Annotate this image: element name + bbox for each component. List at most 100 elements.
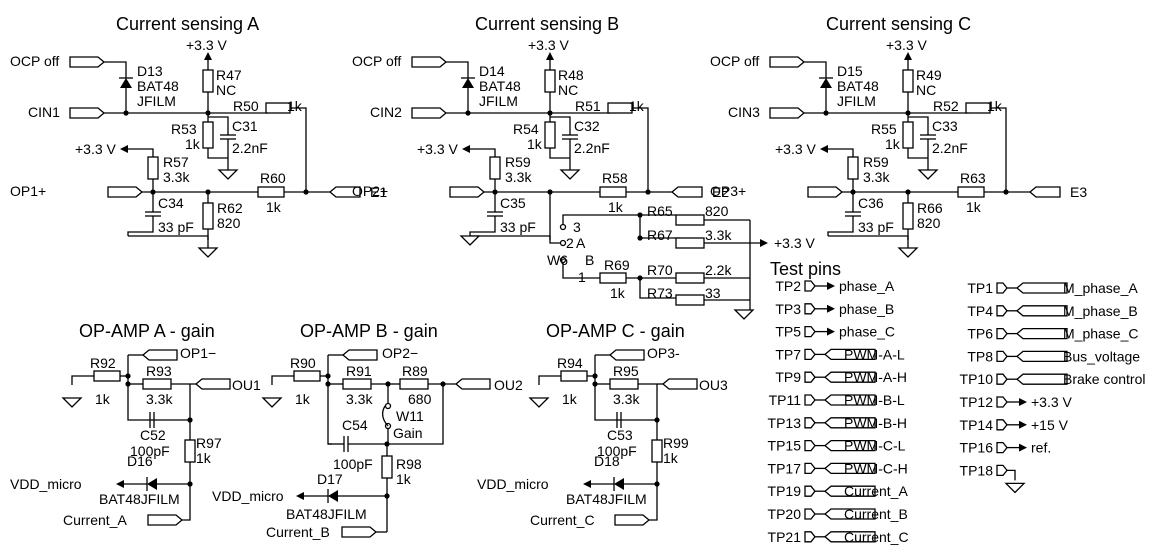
resistor bbox=[607, 102, 633, 114]
diode-icon bbox=[147, 478, 157, 490]
diode-package: JFILM bbox=[137, 93, 176, 109]
test-pin-label: TP6 bbox=[967, 326, 993, 342]
resistor bbox=[489, 156, 501, 180]
test-pin-label: TP13 bbox=[768, 415, 802, 431]
wire bbox=[446, 61, 469, 78]
diode-part: BAT48JFILM bbox=[566, 491, 647, 507]
output-label: OU3 bbox=[699, 377, 728, 393]
test-pin-icon bbox=[996, 373, 1008, 385]
cap-value: 100pF bbox=[333, 456, 373, 472]
port-connector bbox=[411, 107, 448, 119]
jumper-ref: W11 bbox=[396, 408, 424, 424]
junction-dot bbox=[592, 381, 598, 387]
test-pin-signal: PWM-A-H bbox=[844, 369, 907, 385]
test-pin-label: TP2 bbox=[775, 278, 801, 294]
resistor-ref: R59 bbox=[505, 154, 531, 170]
ground-icon bbox=[1004, 482, 1026, 494]
resistor-ref: R69 bbox=[604, 257, 630, 273]
resistor bbox=[342, 378, 372, 390]
resistor-ref: R97 bbox=[196, 435, 222, 451]
resistor-ref: R73 bbox=[647, 285, 673, 301]
resistor-value: 1k bbox=[95, 391, 111, 407]
wire bbox=[1007, 469, 1016, 481]
cap-ref: C33 bbox=[932, 118, 958, 134]
test-pin-signal: PWM-B-H bbox=[844, 415, 907, 431]
resistor-ref: R47 bbox=[216, 67, 242, 83]
cap-ref: C54 bbox=[342, 417, 368, 433]
wire bbox=[828, 235, 909, 240]
supply-label: +3.3 V bbox=[886, 37, 928, 53]
resistor-ref: R90 bbox=[290, 355, 316, 371]
resistor-ref: R62 bbox=[217, 200, 243, 216]
wire bbox=[639, 278, 676, 299]
cap-value: 100pF bbox=[597, 443, 637, 459]
resistor-value: 1k bbox=[966, 199, 982, 215]
resistor-value: 1k bbox=[562, 391, 578, 407]
ocp-label: OCP off bbox=[710, 53, 759, 69]
test-pin-icon bbox=[996, 441, 1008, 454]
resistor-ref: R52 bbox=[933, 98, 959, 114]
port-connector bbox=[1015, 373, 1068, 385]
test-pin-label: TP14 bbox=[960, 417, 994, 433]
test-pin-label: TP18 bbox=[960, 462, 994, 478]
cap-ref: C53 bbox=[607, 427, 633, 443]
vdd-label: VDD_micro bbox=[10, 476, 82, 492]
resistor bbox=[902, 202, 914, 230]
test-pin-icon bbox=[804, 394, 816, 406]
diode-ref: D17 bbox=[317, 471, 343, 487]
resistor-ref: R50 bbox=[233, 98, 259, 114]
resistor bbox=[902, 69, 914, 93]
jumper-pin-label: 3 bbox=[573, 219, 581, 235]
arrow-right-icon bbox=[827, 327, 835, 336]
diode-ref: D18 bbox=[594, 453, 620, 469]
wire bbox=[271, 375, 294, 385]
junction-dot bbox=[592, 373, 598, 379]
port-connector bbox=[807, 186, 844, 198]
resistor bbox=[651, 439, 663, 463]
port-connector bbox=[1028, 186, 1061, 198]
resistor-ref: R93 bbox=[146, 363, 172, 379]
title-opamp-a-gain: OP-AMP A - gain bbox=[79, 321, 215, 341]
jumper-pin-label: 1 bbox=[578, 269, 586, 285]
output-label: E2 bbox=[712, 184, 729, 200]
ground-icon bbox=[261, 397, 283, 408]
test-pin-icon bbox=[996, 327, 1008, 340]
resistor-ref: R54 bbox=[513, 121, 539, 137]
supply-label: +3.3 V bbox=[417, 141, 459, 157]
port-connector bbox=[69, 56, 106, 68]
ground-icon bbox=[61, 397, 83, 408]
jumper-pin bbox=[559, 239, 567, 247]
resistor-ref: R99 bbox=[663, 435, 689, 451]
output-label: OU1 bbox=[232, 377, 261, 393]
supply-label: +3.3 V bbox=[528, 37, 570, 53]
resistor bbox=[142, 378, 172, 390]
test-pin-signal: phase_C bbox=[839, 324, 895, 340]
wire bbox=[804, 61, 827, 78]
test-pin-icon bbox=[996, 396, 1008, 408]
wire bbox=[327, 355, 332, 445]
test-pin-signal: Bus_voltage bbox=[1063, 348, 1140, 364]
resistor-value: NC bbox=[916, 82, 936, 98]
resistor-value: 1k bbox=[295, 391, 311, 407]
resistor-ref: R91 bbox=[346, 363, 372, 379]
port-connector bbox=[1015, 327, 1068, 340]
op-minus-label: OP1− bbox=[180, 345, 216, 361]
test-pin-label: TP9 bbox=[775, 369, 801, 385]
junction-dot bbox=[637, 275, 643, 281]
resistor-ref: R95 bbox=[613, 363, 639, 379]
wire bbox=[71, 375, 94, 385]
wire bbox=[632, 107, 649, 190]
jumper-pin bbox=[559, 256, 567, 264]
junction-dot bbox=[187, 481, 193, 487]
port-connector bbox=[661, 378, 698, 390]
resistor bbox=[399, 378, 429, 390]
supply-label: +3.3 V bbox=[186, 37, 228, 53]
resistor-value: 3.3k bbox=[705, 227, 732, 243]
junction-dot bbox=[1003, 189, 1009, 195]
arrow-right-icon bbox=[827, 304, 835, 313]
output-label: OU2 bbox=[494, 377, 523, 393]
resistor bbox=[202, 69, 214, 93]
resistor bbox=[544, 69, 556, 93]
diode-ref: D16 bbox=[127, 453, 153, 469]
test-pin-icon bbox=[804, 531, 816, 543]
